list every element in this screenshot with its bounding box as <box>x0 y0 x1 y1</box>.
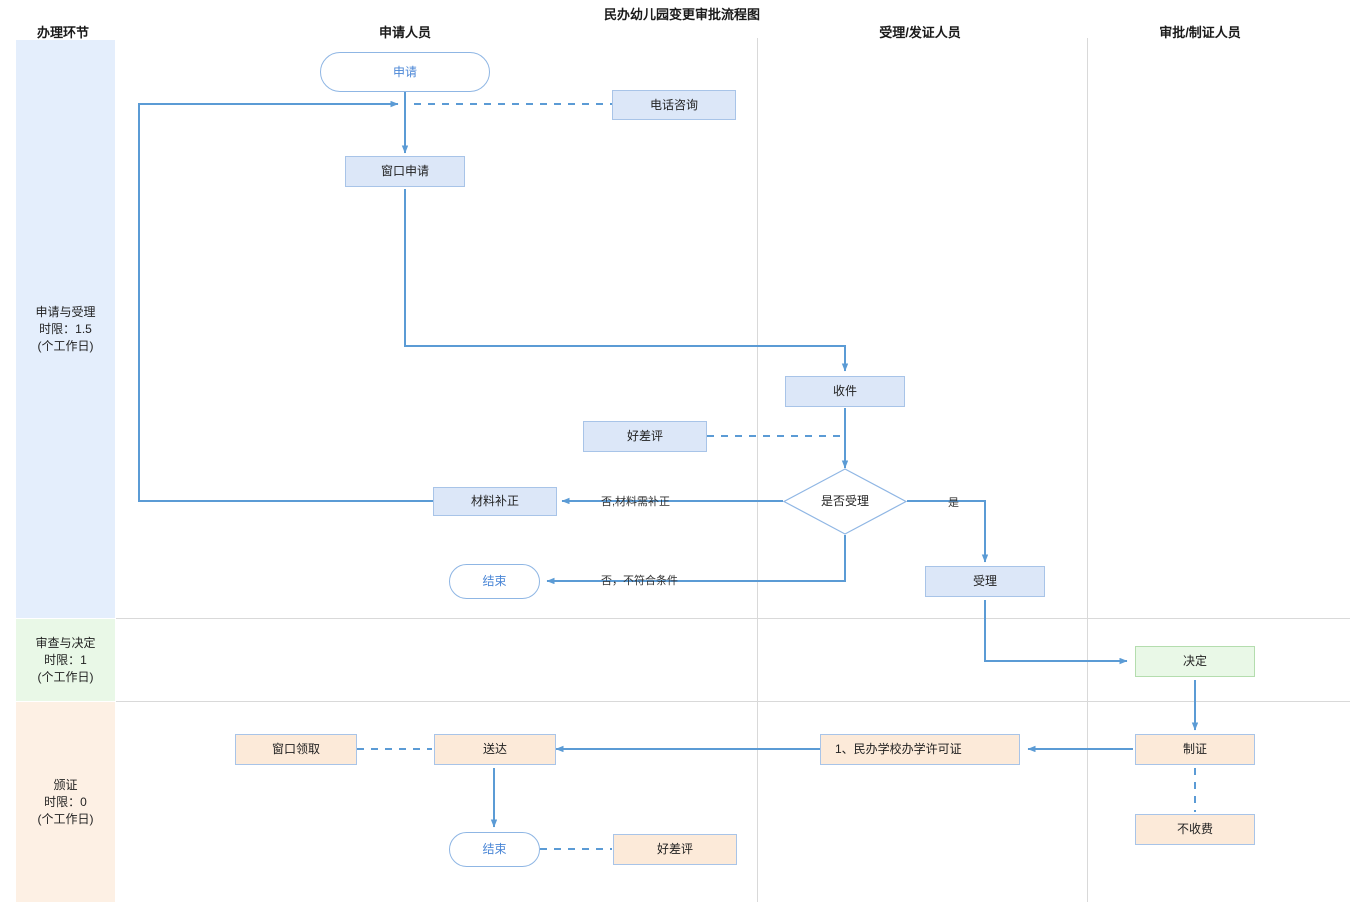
node-certificate-list[interactable]: 1、民办学校办学许可证 <box>820 734 1020 765</box>
node-no-fee[interactable]: 不收费 <box>1135 814 1255 845</box>
diamond-shape <box>783 468 907 535</box>
phase-band-application: 申请与受理 时限：1.5 (个工作日) <box>16 40 115 618</box>
node-decision-accept[interactable]: 是否受理 <box>783 468 907 535</box>
phase-band-issue: 颁证 时限：0 (个工作日) <box>16 702 115 902</box>
node-make-certificate[interactable]: 制证 <box>1135 734 1255 765</box>
node-receive[interactable]: 收件 <box>785 376 905 407</box>
phase-divider-1 <box>116 618 1350 619</box>
node-material-correction[interactable]: 材料补正 <box>433 487 557 516</box>
node-phone-consult[interactable]: 电话咨询 <box>612 90 736 120</box>
node-start-apply[interactable]: 申请 <box>320 52 490 92</box>
node-end-done[interactable]: 结束 <box>449 832 540 867</box>
phase-divider-2 <box>116 701 1350 702</box>
edge-label-yes: 是 <box>948 497 959 509</box>
page-title: 民办幼儿园变更审批流程图 <box>604 7 761 22</box>
node-accept[interactable]: 受理 <box>925 566 1045 597</box>
lane-divider-2 <box>1087 38 1088 902</box>
node-window-pickup[interactable]: 窗口领取 <box>235 734 357 765</box>
lane-divider-1 <box>757 38 758 902</box>
node-review-top[interactable]: 好差评 <box>583 421 707 452</box>
node-review-bottom[interactable]: 好差评 <box>613 834 737 865</box>
lane-header-applicant: 申请人员 <box>378 25 431 40</box>
phase-band-application-label: 申请与受理 时限：1.5 (个工作日) <box>35 304 96 353</box>
phase-column-header: 办理环节 <box>36 25 89 40</box>
lane-header-acceptance: 受理/发证人员 <box>879 25 961 40</box>
node-window-apply[interactable]: 窗口申请 <box>345 156 465 187</box>
edge-label-not-qualified: 否，不符合条件 <box>601 575 678 587</box>
phase-band-review: 审查与决定 时限：1 (个工作日) <box>16 619 115 701</box>
node-decide[interactable]: 决定 <box>1135 646 1255 677</box>
phase-band-review-label: 审查与决定 时限：1 (个工作日) <box>35 635 96 684</box>
lane-header-approval: 审批/制证人员 <box>1159 25 1241 40</box>
phase-band-issue-label: 颁证 时限：0 (个工作日) <box>37 777 94 826</box>
edge-label-need-correction: 否,材料需补正 <box>601 496 671 508</box>
node-decision-accept-label: 是否受理 <box>820 494 869 509</box>
node-deliver[interactable]: 送达 <box>434 734 556 765</box>
node-end-reject[interactable]: 结束 <box>449 564 540 599</box>
